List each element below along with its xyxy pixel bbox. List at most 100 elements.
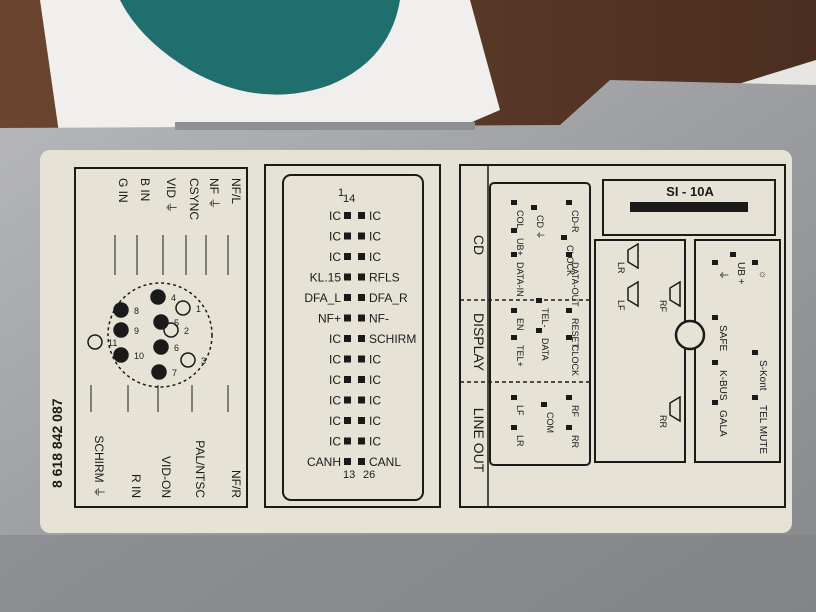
part-number: 8 618 842 087 xyxy=(49,398,65,488)
power-pin-label: ⏚ xyxy=(717,270,729,280)
power-pin-label: S-Kont xyxy=(757,360,768,391)
bus-pin-number: 26 xyxy=(363,469,375,481)
teal-object xyxy=(120,0,400,95)
bus-pin xyxy=(344,212,351,219)
bus-pin xyxy=(344,458,351,465)
bus-left-label: IC xyxy=(329,332,341,346)
bus-right-label: IC xyxy=(369,250,381,264)
video-pin xyxy=(150,289,166,305)
video-signal-label: R IN xyxy=(129,474,143,498)
video-pin-number: 1 xyxy=(196,304,201,314)
bus-pin xyxy=(344,437,351,445)
bus-pin xyxy=(358,417,365,424)
bus-pin xyxy=(358,396,365,404)
bus-pin xyxy=(344,335,351,342)
video-signal-label: VID-ON xyxy=(159,456,173,498)
bus-right-label: IC xyxy=(369,435,381,449)
bus-left-label: IC xyxy=(329,394,341,408)
bus-pin xyxy=(344,294,351,301)
power-pin-label: ☼ xyxy=(757,270,768,279)
bus-pin-number: 13 xyxy=(343,469,355,481)
speaker-pin-label: RR xyxy=(658,415,668,428)
video-signal-label: G IN xyxy=(116,178,130,203)
cd-pin-label: DATA-IN xyxy=(515,262,525,297)
bus-left-label: IC xyxy=(329,414,341,428)
cd-pin xyxy=(566,200,572,205)
display-pin xyxy=(566,335,572,340)
power-pin xyxy=(752,350,758,355)
lineout-pin xyxy=(566,425,572,430)
display-pin xyxy=(536,328,542,333)
bus-left-label: IC xyxy=(329,230,341,244)
bus-right-label: RFLS xyxy=(369,271,400,285)
bus-pin xyxy=(358,273,365,281)
bus-left-label: IC xyxy=(329,353,341,367)
cd-pin xyxy=(511,228,517,233)
bus-pin xyxy=(358,335,365,342)
lineout-pin-label: LF xyxy=(515,405,525,416)
lineout-pin-label: COM xyxy=(545,412,555,433)
bus-right-label: IC xyxy=(369,373,381,387)
cd-pin-label: CD ⏚ xyxy=(535,215,545,240)
bus-pin xyxy=(358,376,365,383)
video-pin-number: 6 xyxy=(174,343,179,353)
display-pin-label: TEL+ xyxy=(515,345,525,367)
bus-pin xyxy=(344,314,351,322)
cd-pin xyxy=(511,200,517,205)
bus-pin xyxy=(358,294,365,301)
video-pin xyxy=(151,364,167,380)
center-screw-hole xyxy=(674,319,706,351)
power-pin xyxy=(752,395,758,400)
cd-pin-label: CD-R xyxy=(570,210,580,233)
bus-pin xyxy=(344,253,351,260)
power-pin xyxy=(752,260,758,265)
lineout-pin xyxy=(541,402,547,407)
power-pin xyxy=(712,400,718,405)
speaker-pin-label: LR xyxy=(616,262,626,274)
bus-pin xyxy=(358,458,365,465)
video-pin-number: 5 xyxy=(174,318,179,328)
cd-pin-label: COL xyxy=(515,210,525,229)
video-signal-label: NF/R xyxy=(229,470,243,498)
bus-right-label: IC xyxy=(369,209,381,223)
bus-pin xyxy=(344,396,351,404)
speaker-pin-label: LF xyxy=(616,300,626,311)
power-pin-label: K-BUS xyxy=(717,370,728,401)
bus-pin xyxy=(344,232,351,240)
video-signal-label: PAL/NTSC xyxy=(193,440,207,498)
bus-pin xyxy=(358,232,365,240)
video-pin xyxy=(175,300,191,316)
display-pin-label: RESET xyxy=(570,318,580,349)
video-pin-number: 10 xyxy=(134,351,144,361)
bus-right-label: DFA_R xyxy=(369,291,408,305)
bus-pin xyxy=(358,253,365,260)
power-pin xyxy=(730,252,736,257)
speaker-icon xyxy=(627,280,639,308)
bus-pin xyxy=(358,437,365,445)
cd-pin xyxy=(566,252,572,257)
bus-right-label: IC xyxy=(369,394,381,408)
video-pin xyxy=(153,339,169,355)
bus-right-label: IC xyxy=(369,414,381,428)
video-pin xyxy=(153,314,169,330)
bus-pin xyxy=(344,376,351,383)
video-pin xyxy=(180,352,196,368)
display-pin-label: EN xyxy=(515,318,525,331)
video-signal-label: CSYNC xyxy=(187,178,201,220)
bus-right-label: IC xyxy=(369,353,381,367)
power-pin-label: TEL MUTE xyxy=(757,405,768,454)
speaker-pin-label: RF xyxy=(658,300,668,312)
video-pin xyxy=(113,322,129,338)
video-pin-number: 9 xyxy=(134,326,139,336)
lineout-pin-label: RF xyxy=(570,405,580,417)
housing-lower-shadow xyxy=(0,535,816,612)
power-pin xyxy=(712,260,718,265)
bus-right-label: CANL xyxy=(369,455,401,469)
bus-pin xyxy=(344,355,351,363)
lineout-pin-label: LR xyxy=(515,435,525,447)
panel-frames xyxy=(74,164,786,508)
lineout-pin xyxy=(511,425,517,430)
section-label-display: DISPLAY xyxy=(471,313,487,372)
bus-left-label: IC xyxy=(329,373,341,387)
